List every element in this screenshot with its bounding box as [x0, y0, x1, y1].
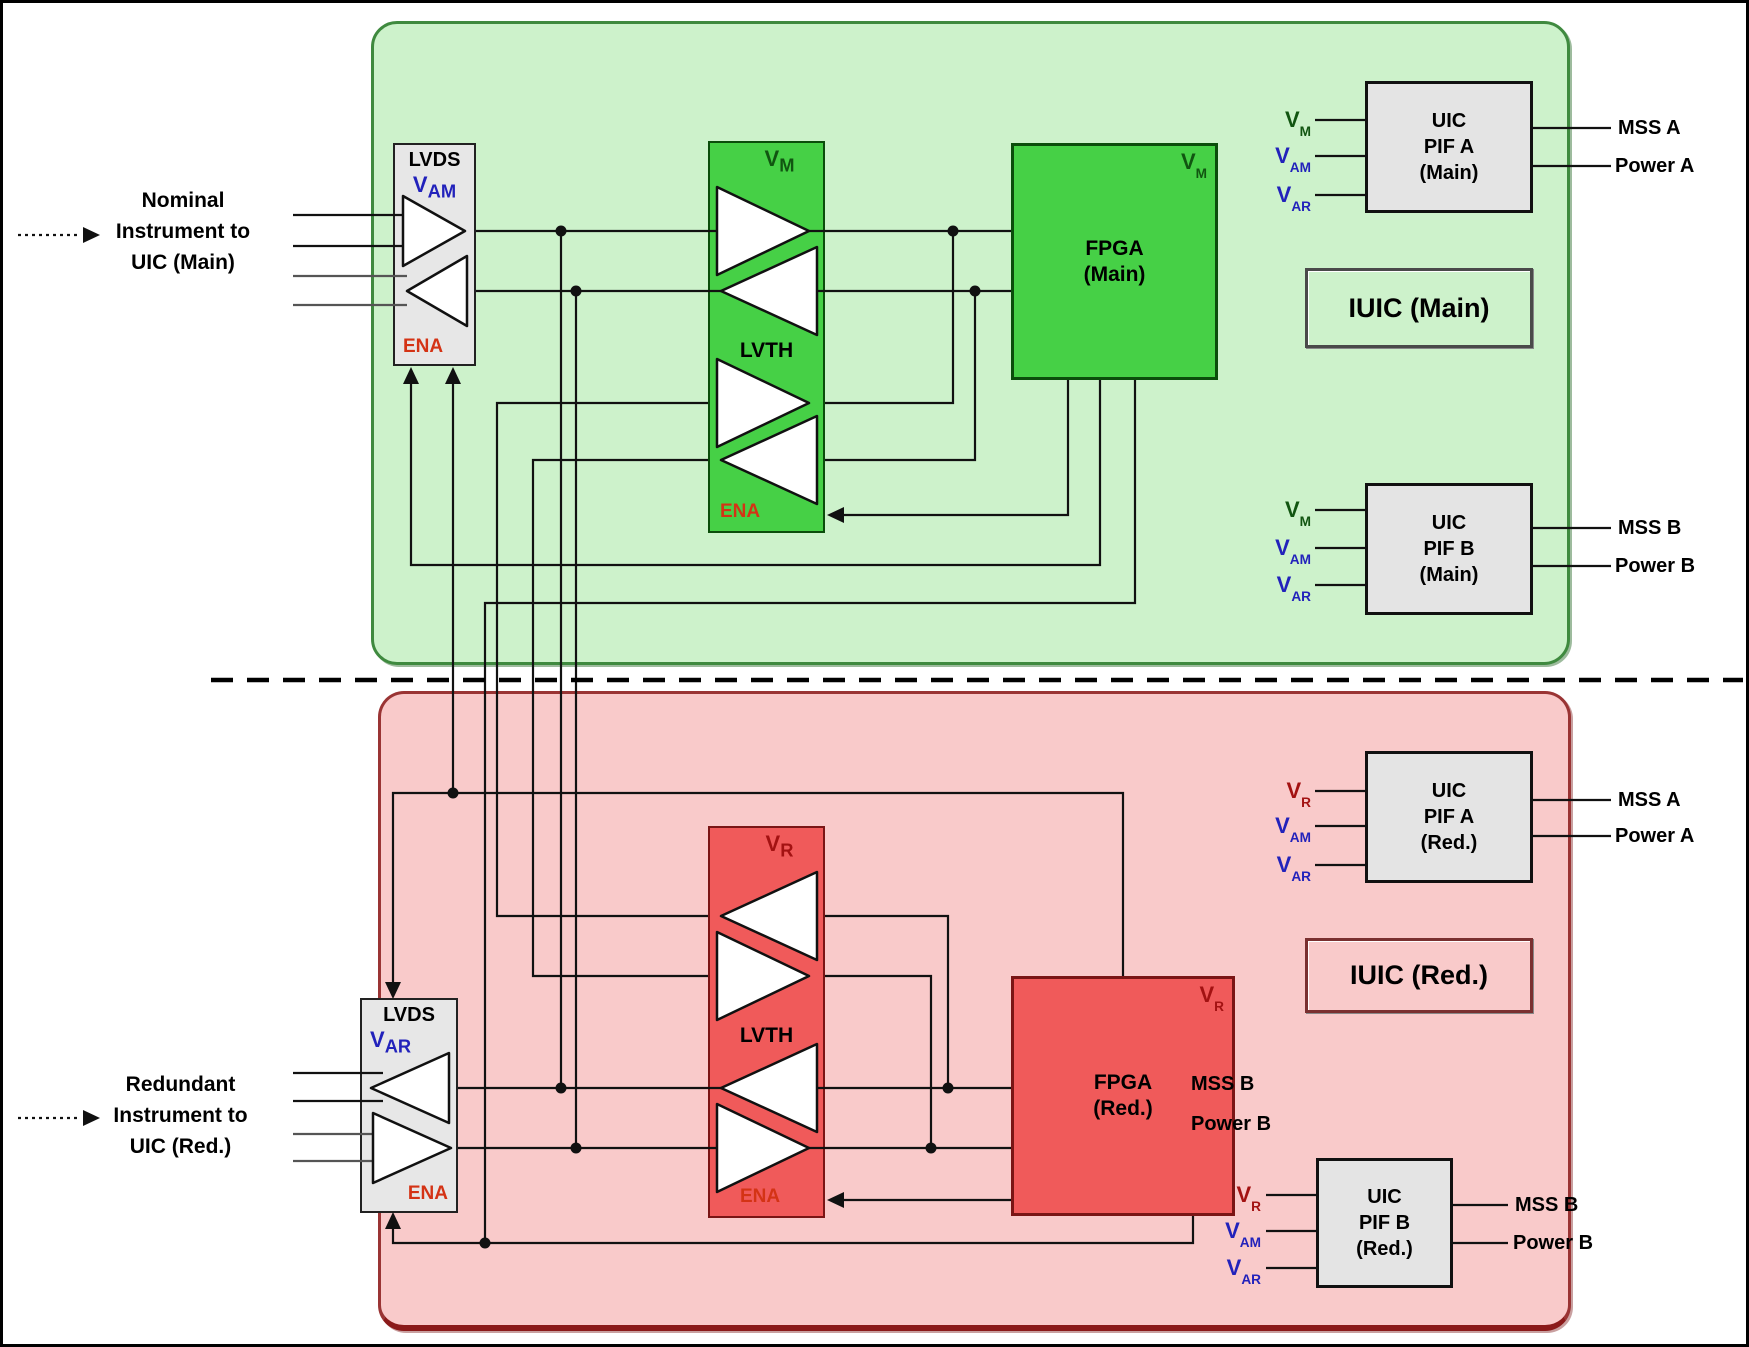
- pif-a-red-in-vam: VAM: [1275, 813, 1311, 845]
- iuic-main-label: IUIC (Main): [1348, 292, 1490, 323]
- pif-b-red-in-vam: VAM: [1225, 1218, 1261, 1250]
- lvds-main-ena-label: ENA: [403, 336, 444, 357]
- lvds-main-block: LVDS VAM ENA: [393, 143, 476, 366]
- lvds-red-ena-label: ENA: [407, 1183, 448, 1204]
- pif-a-red-in-var: VAR: [1276, 852, 1311, 884]
- power-b-main-label: Power B: [1615, 555, 1696, 577]
- lvth-main-vm-label: VM: [764, 146, 795, 176]
- fpga-red-vr-label: VR: [1199, 982, 1224, 1014]
- power-b-red-label: Power B: [1513, 1232, 1594, 1254]
- fpga-main-vm-label: VM: [1180, 149, 1207, 181]
- pif-b-main-in-vm: VM: [1284, 497, 1311, 529]
- pif-a-red-in-vr: VR: [1286, 778, 1311, 810]
- lvds-red-title: LVDS: [383, 1004, 435, 1026]
- pif-b-main-in-var: VAR: [1276, 572, 1311, 604]
- power-a-red-label: Power A: [1615, 825, 1695, 847]
- fpga-main-title: FPGA(Main): [1083, 236, 1146, 286]
- iuic-main-label-box: IUIC (Main): [1305, 268, 1533, 348]
- lvds-red-var-label: VAR: [370, 1027, 412, 1057]
- lvth-red-block: VR LVTH ENA: [708, 826, 825, 1218]
- power-b-floating-label: Power B: [1191, 1113, 1272, 1135]
- mss-a-red-label: MSS A: [1618, 789, 1681, 811]
- lvds-main-vam-label: VAM: [412, 172, 457, 202]
- fpga-main-block: VM FPGA(Main): [1011, 143, 1218, 380]
- lvth-main-block: VM LVTH ENA: [708, 141, 825, 533]
- power-a-main-label: Power A: [1615, 155, 1695, 177]
- pif-b-red-in-vr: VR: [1236, 1182, 1261, 1214]
- pif-a-main-in-var: VAR: [1276, 182, 1311, 214]
- mss-b-floating-label: MSS B: [1191, 1073, 1255, 1095]
- mss-b-main-label: MSS B: [1618, 517, 1682, 539]
- pif-a-main-in-vam: VAM: [1275, 143, 1311, 175]
- pif-a-main-in-vm: VM: [1284, 107, 1311, 139]
- iuic-red-label-box: IUIC (Red.): [1305, 938, 1533, 1013]
- lvth-red-title: LVTH: [739, 1024, 794, 1047]
- mss-b-red-label: MSS B: [1515, 1194, 1579, 1216]
- lvth-red-vr-label: VR: [765, 831, 794, 861]
- iuic-red-label: IUIC (Red.): [1350, 960, 1488, 990]
- pif-b-red-in-var: VAR: [1226, 1255, 1261, 1287]
- lvds-red-block: LVDS VAR ENA: [360, 998, 458, 1213]
- lvth-red-ena-label: ENA: [740, 1186, 781, 1207]
- lvds-main-title: LVDS: [408, 149, 461, 171]
- mss-a-main-label: MSS A: [1618, 117, 1681, 139]
- lvth-main-ena-label: ENA: [720, 501, 761, 522]
- pif-b-main-in-vam: VAM: [1275, 535, 1311, 567]
- lvth-main-title: LVTH: [739, 339, 794, 362]
